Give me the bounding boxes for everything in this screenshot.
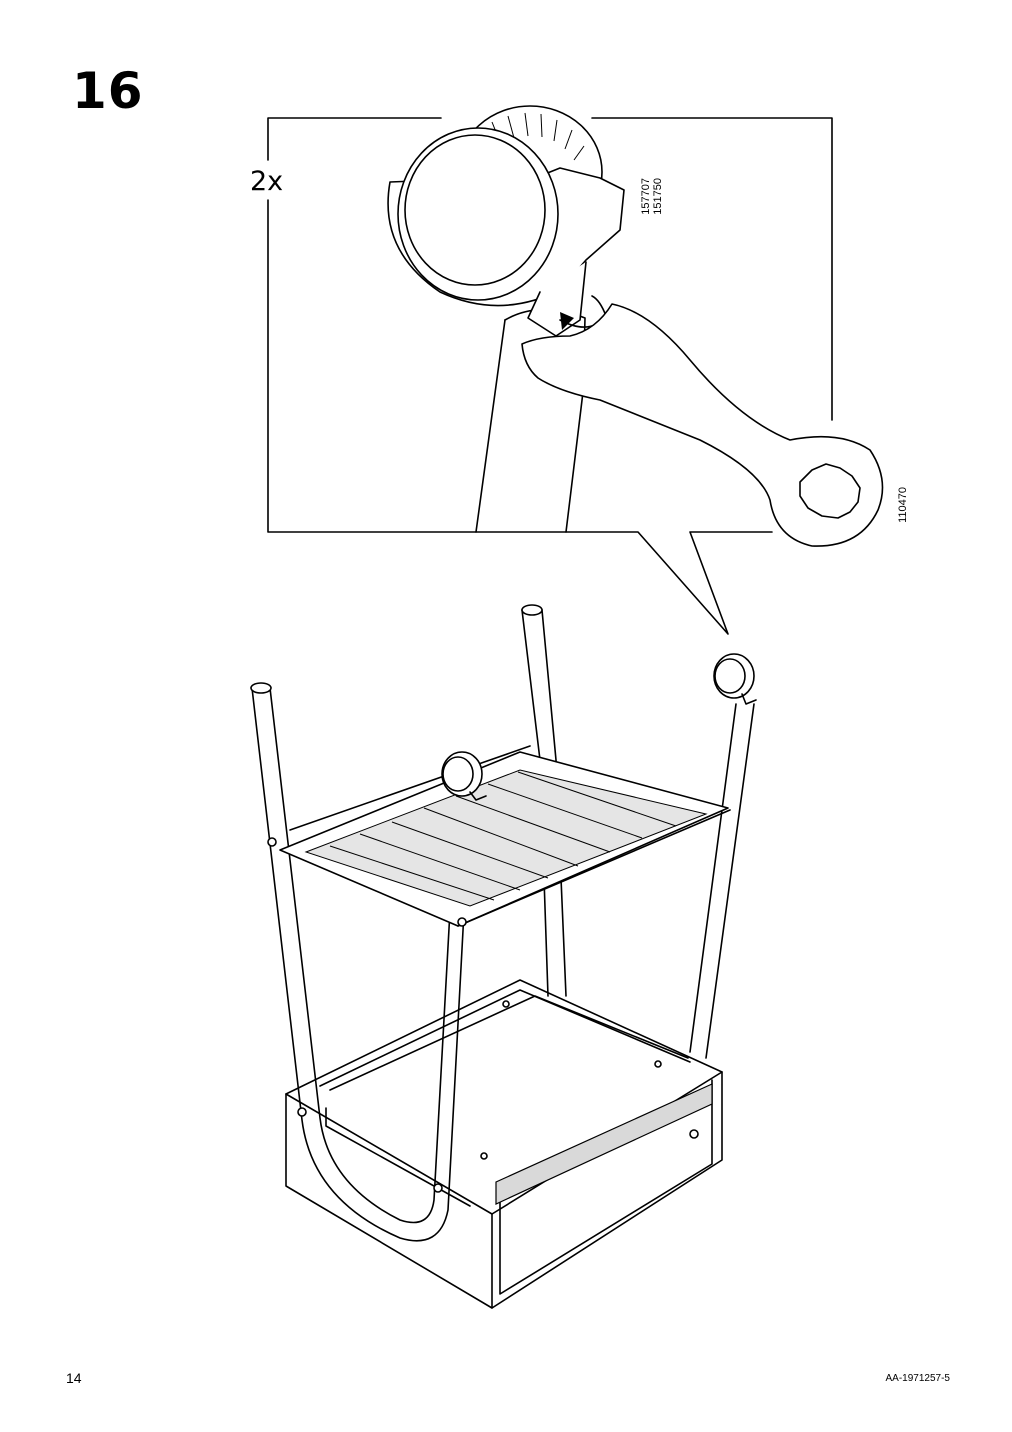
quantity-label: 2x <box>250 166 284 197</box>
caster-detail-icon <box>387 105 625 533</box>
wrench-icon <box>521 303 884 547</box>
cart-illustration <box>250 604 757 1309</box>
document-code: AA-1971257-5 <box>885 1373 951 1384</box>
caster-right-icon <box>713 653 757 705</box>
step-number: 16 <box>72 62 144 120</box>
caster-left-icon <box>441 751 487 801</box>
detail-callout-frame <box>267 117 833 635</box>
page-number: 14 <box>66 1370 82 1386</box>
